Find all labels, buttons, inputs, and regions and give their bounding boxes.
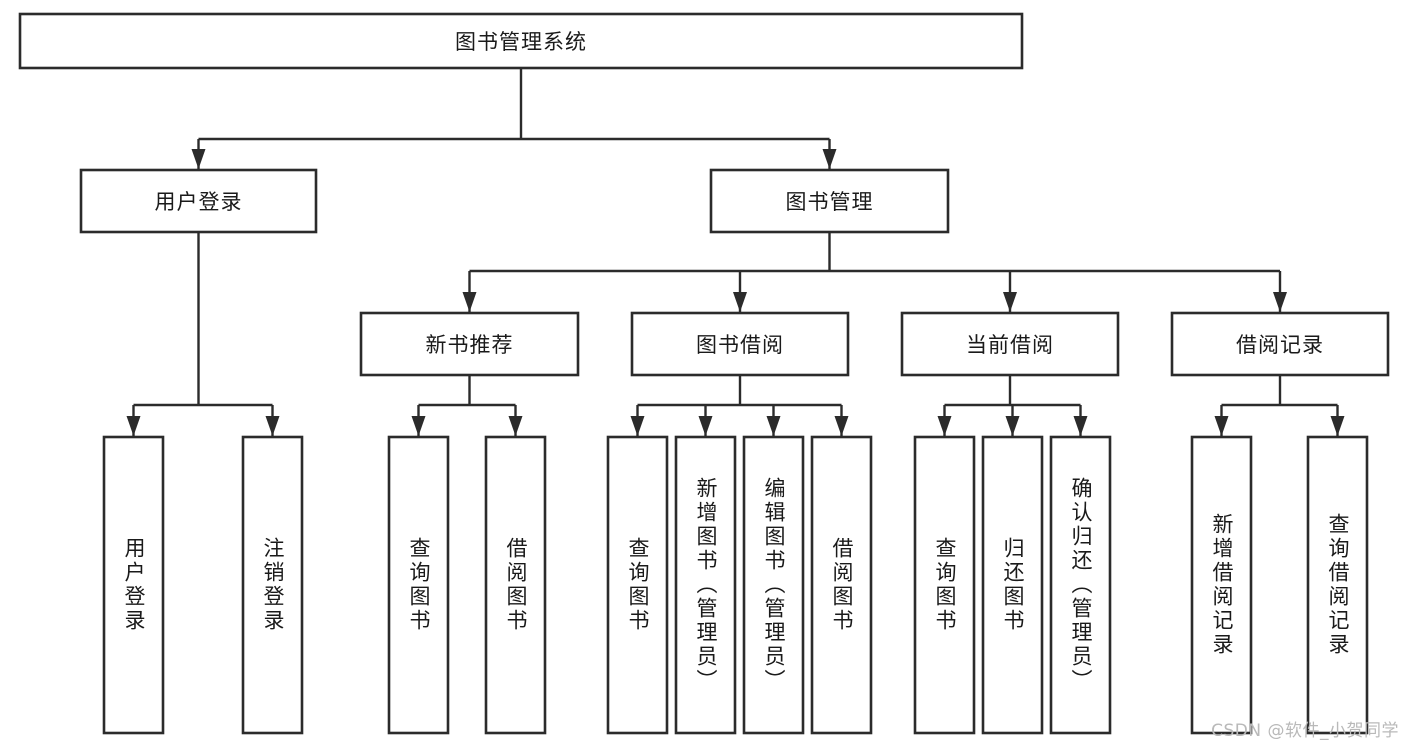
arrow-head-icon (126, 416, 141, 436)
arrow-head-icon (1005, 416, 1020, 436)
node-borrow-record[interactable] (1170, 311, 1390, 377)
node-box-layer (18, 12, 1390, 735)
node-current-borrow[interactable] (900, 311, 1120, 377)
node-leaf-confirm-return-admin[interactable] (1049, 435, 1112, 735)
arrow-head-icon (191, 149, 206, 169)
arrow-head-icon (937, 416, 952, 436)
arrow-head-icon (1073, 416, 1088, 436)
node-new-book-recommend[interactable] (359, 311, 580, 377)
arrow-head-icon (834, 416, 849, 436)
arrow-head-icon (698, 416, 713, 436)
node-leaf-return-book[interactable] (981, 435, 1044, 735)
arrow-head-icon (462, 292, 477, 312)
node-leaf-logout-login[interactable] (241, 435, 304, 735)
node-leaf-borrow-book[interactable] (810, 435, 873, 735)
node-leaf-add-book-admin[interactable] (674, 435, 737, 735)
arrow-head-icon (411, 416, 426, 436)
node-book-borrow[interactable] (630, 311, 850, 377)
node-leaf-query-book-rec[interactable] (387, 435, 450, 735)
connector-layer (126, 68, 1345, 436)
node-leaf-user-login[interactable] (102, 435, 165, 735)
arrow-head-icon (733, 292, 747, 312)
arrow-head-icon (508, 416, 523, 436)
arrow-head-icon (766, 416, 781, 436)
arrow-head-icon (1273, 292, 1287, 312)
node-leaf-add-borrow-record[interactable] (1190, 435, 1253, 735)
arrow-head-icon (1003, 292, 1017, 312)
arrow-head-icon (265, 416, 280, 436)
node-leaf-borrow-book-rec[interactable] (484, 435, 547, 735)
node-user-login[interactable] (79, 168, 318, 234)
arrow-head-icon (630, 416, 645, 436)
node-leaf-query-borrow-record[interactable] (1306, 435, 1369, 735)
arrow-head-icon (822, 149, 837, 169)
arrow-head-icon (1330, 416, 1345, 436)
node-leaf-query-book-borrow[interactable] (606, 435, 669, 735)
arrow-head-icon (1214, 416, 1229, 436)
node-book-manage[interactable] (709, 168, 950, 234)
node-leaf-edit-book-admin[interactable] (742, 435, 805, 735)
node-leaf-query-book-current[interactable] (913, 435, 976, 735)
node-title-system[interactable] (18, 12, 1024, 70)
